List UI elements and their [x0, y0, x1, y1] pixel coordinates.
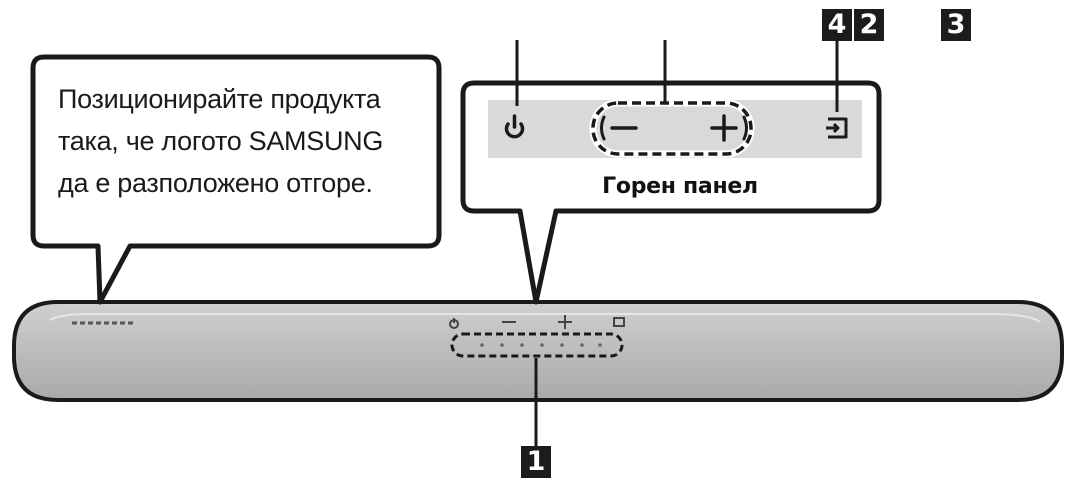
soundbar-touch-dots: [480, 343, 602, 347]
soundbar-body: [12, 300, 1064, 402]
callout-line-3: да е разположено отгоре.: [58, 168, 373, 198]
badge-2: 2: [854, 9, 884, 41]
volume-bracket-accents: [600, 115, 748, 141]
top-panel-label: Горен панел: [602, 174, 758, 199]
input-source-icon: [826, 117, 848, 139]
volume-plus-icon: [710, 114, 738, 142]
callout-line-2: така, че логото SAMSUNG: [58, 126, 384, 156]
power-icon: [504, 114, 525, 139]
mini-source-icon: [613, 317, 625, 327]
soundbar-touch-area-dashed: [450, 332, 624, 358]
badge-1: 1: [521, 446, 551, 478]
volume-dashed-outline: [591, 101, 753, 156]
callout-line-1: Позиционирайте продукта: [58, 84, 381, 114]
left-callout-bubble: [30, 54, 442, 305]
soundbar-mini-icons: [449, 315, 625, 329]
soundbar-top-edge: [49, 313, 1041, 323]
badge-3: 3: [941, 9, 971, 41]
top-panel-strip: [488, 100, 862, 158]
callout-instruction-text: Позиционирайте продукта така, че логото …: [58, 78, 428, 204]
badge-4: 4: [822, 9, 852, 41]
